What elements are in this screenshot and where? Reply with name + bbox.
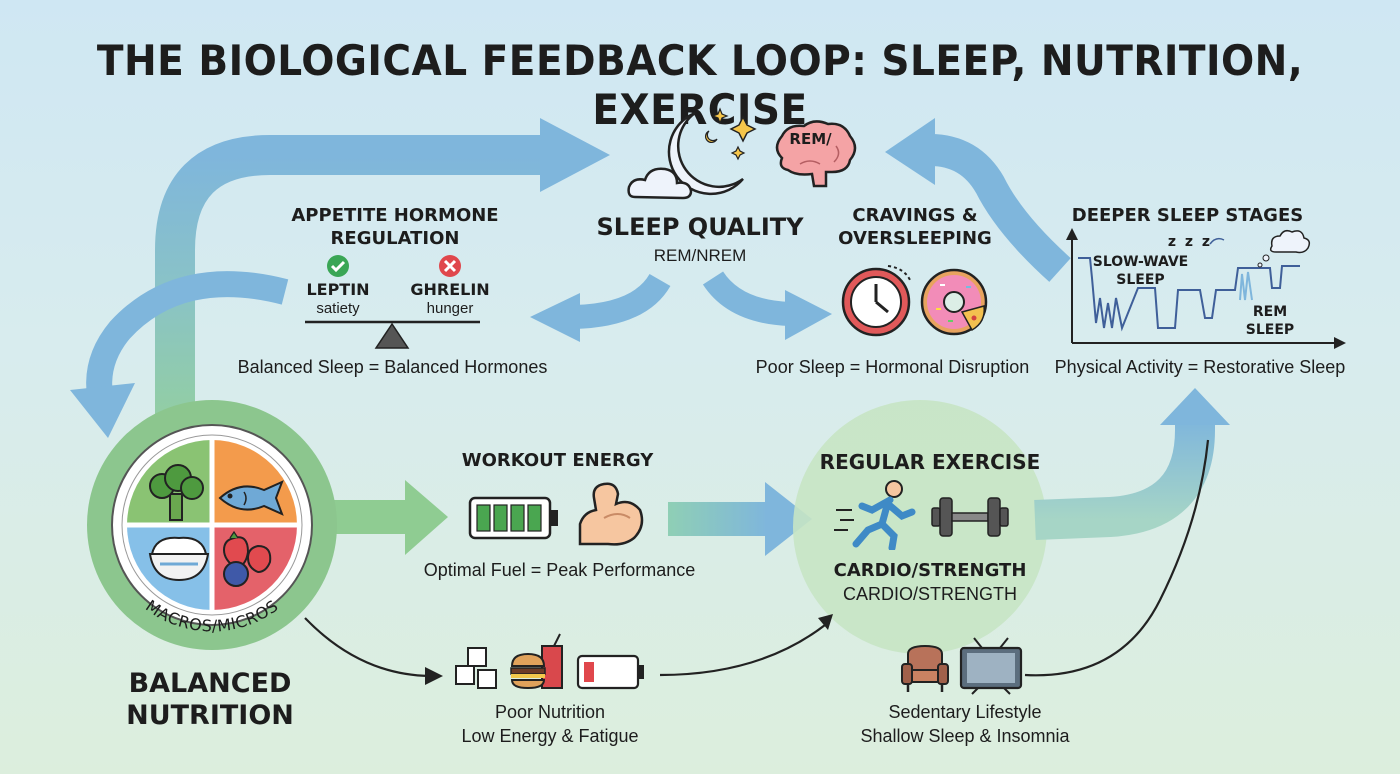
sleep-to-cravings-arrow <box>702 270 791 326</box>
deeper-caption: Physical Activity = Restorative Sleep <box>1054 357 1346 377</box>
rem-sleep-line2: SLEEP <box>1245 322 1295 338</box>
ghrelin-sub: hunger <box>426 300 474 317</box>
slow-wave-line2: SLEEP <box>1116 272 1165 288</box>
zzz-label: z z z <box>1167 234 1213 250</box>
nutrition-to-sleep-arrowhead <box>540 118 610 192</box>
low-battery-icon <box>576 654 644 690</box>
exercise-circle <box>793 400 1047 654</box>
donut-icon <box>920 268 988 336</box>
exercise-sub-bold: CARDIO/STRENGTH <box>833 560 1027 581</box>
exercise-to-deeper-arrow <box>1034 420 1215 540</box>
ghrelin-label: GHRELIN <box>410 280 490 299</box>
runner-icon <box>834 480 916 550</box>
ring-label-svg: MACROS/MICROS <box>142 596 282 635</box>
appetite-heading-line1: APPETITE HORMONE <box>291 205 499 226</box>
workout-heading: WORKOUT ENERGY <box>461 450 654 471</box>
flexed-arm-icon <box>578 482 644 546</box>
rice-bowl-icon <box>148 536 210 582</box>
check-icon <box>327 255 349 277</box>
leptin-label: LEPTIN <box>306 280 370 299</box>
deeper-heading: DEEPER SLEEP STAGES <box>1071 205 1304 226</box>
leptin-sub: satiety <box>316 300 360 317</box>
sedentary-line1: Sedentary Lifestyle <box>888 702 1042 722</box>
poor-to-exercise-arrow <box>659 624 826 677</box>
poor-nutrition-line2: Low Energy & Fatigue <box>461 726 639 746</box>
nutrition-to-poor-arrow <box>304 617 431 678</box>
exercise-heading: REGULAR EXERCISE <box>819 450 1041 474</box>
nutrition-heading-line1: BALANCED <box>128 668 292 699</box>
sleep-quality-sub: REM/NREM <box>653 246 747 265</box>
full-battery-icon <box>468 496 558 540</box>
appetite-to-nutrition-arrow <box>86 271 289 397</box>
balance-scale-icon <box>305 320 480 349</box>
x-icon <box>439 255 461 277</box>
sedentary-line2: Shallow Sleep & Insomnia <box>860 726 1070 746</box>
nutrition-heading-line2: NUTRITION <box>126 700 294 731</box>
clock-icon <box>841 265 911 337</box>
page-title: THE BIOLOGICAL FEEDBACK LOOP: SLEEP, NUT… <box>96 36 1304 134</box>
svg-text:MACROS/MICROS: MACROS/MICROS <box>142 596 282 635</box>
brain-icon <box>775 120 857 188</box>
slow-wave-line1: SLOW-WAVE <box>1092 254 1189 270</box>
cravings-heading-line1: CRAVINGS & <box>852 205 978 226</box>
armchair-icon <box>901 644 949 692</box>
macros-micros-label: MACROS/MICROS <box>142 596 281 635</box>
sleep-stage-graph <box>1066 228 1346 349</box>
berries-icon <box>222 530 272 587</box>
fish-icon <box>218 480 284 516</box>
cravings-heading-line2: OVERSLEEPING <box>838 228 992 249</box>
tv-icon <box>959 637 1023 695</box>
dumbbell-icon <box>931 497 1009 537</box>
brain-label: REM/ <box>789 130 832 148</box>
sedentary-to-deeper-arrow <box>1024 439 1210 677</box>
exercise-sub: CARDIO/STRENGTH <box>842 584 1017 604</box>
sleep-quality-heading: SLEEP QUALITY <box>596 213 804 241</box>
appetite-caption: Balanced Sleep = Balanced Hormones <box>237 357 548 377</box>
nutrition-to-sleep-arrow <box>155 135 545 430</box>
deeper-to-sleep-arrow <box>929 134 1071 282</box>
cravings-caption: Poor Sleep = Hormonal Disruption <box>755 357 1030 377</box>
sleep-to-appetite-arrow <box>574 273 671 329</box>
poor-nutrition-line1: Poor Nutrition <box>494 702 606 722</box>
moon-cloud-icon <box>627 107 757 200</box>
nutrition-to-workout-arrowhead <box>405 480 448 555</box>
workout-caption: Optimal Fuel = Peak Performance <box>423 560 696 580</box>
sugar-cubes-icon <box>455 647 497 689</box>
burger-soda-icon <box>510 633 563 690</box>
rem-sleep-line1: REM <box>1252 304 1288 320</box>
workout-to-exercise-arrowhead <box>765 482 812 556</box>
appetite-heading-line2: REGULATION <box>330 228 460 249</box>
broccoli-icon <box>149 464 204 521</box>
